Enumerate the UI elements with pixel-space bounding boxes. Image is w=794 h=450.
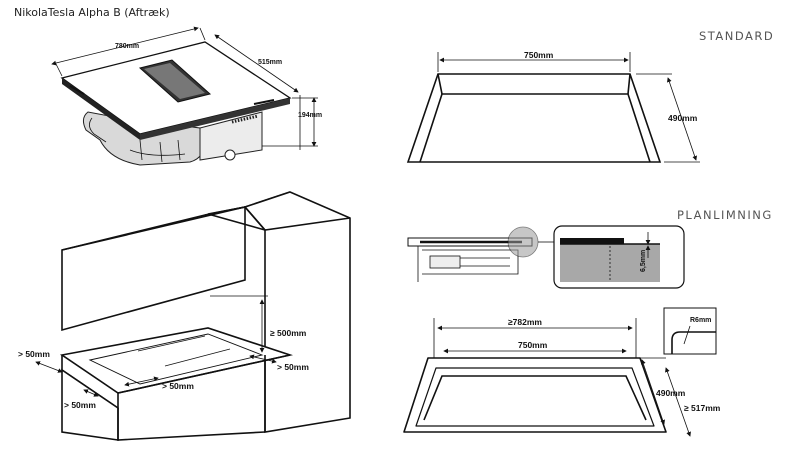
- kitchen-above-clearance-label: ≥ 500mm: [270, 328, 307, 338]
- kitchen-installation-illustration: [35, 191, 351, 441]
- product-depth-label: 515mm: [258, 59, 282, 66]
- radius-label: R6mm: [690, 317, 711, 324]
- standard-cutout-drawing: [406, 52, 700, 163]
- detail-height-label: 6,5mm: [640, 250, 647, 272]
- product-width-label: 780mm: [115, 43, 139, 50]
- kitchen-front-clearance-label: > 50mm: [162, 381, 194, 391]
- flush-outer-depth-label: ≥ 517mm: [684, 403, 721, 413]
- flush-mount-section-drawing: [407, 225, 685, 289]
- hob-product-illustration: [51, 26, 318, 166]
- kitchen-left-clearance-label: > 50mm: [18, 349, 50, 359]
- flush-inner-width-label: 750mm: [518, 340, 548, 350]
- product-height-label: 194mm: [298, 112, 322, 119]
- standard-width-label: 750mm: [524, 50, 554, 60]
- kitchen-right-clearance-label: > 50mm: [277, 362, 309, 372]
- product-title: NikolaTesla Alpha B (Aftræk): [14, 6, 170, 19]
- standard-depth-label: 490mm: [668, 113, 698, 123]
- flush-outer-width-label: ≥782mm: [508, 317, 542, 327]
- flush-cutout-drawing: [403, 307, 717, 437]
- section-standard-label: STANDARD: [699, 29, 775, 43]
- motor-unit: [199, 111, 263, 161]
- section-planlimning-label: PLANLIMNING: [677, 208, 773, 222]
- flush-inner-depth-label: 490mm: [656, 388, 686, 398]
- kitchen-rear-clearance-label: > 50mm: [64, 400, 96, 410]
